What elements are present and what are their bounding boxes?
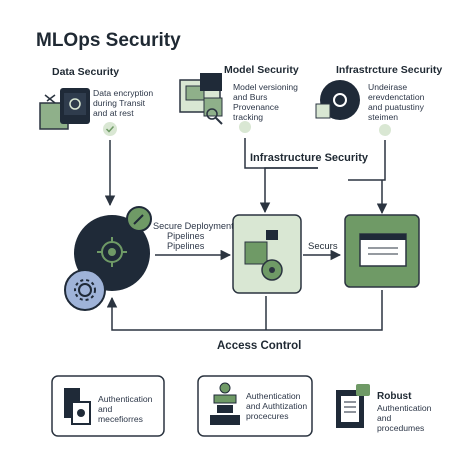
pipeline-chip-icon [244,241,268,265]
data-security-icon [39,88,90,130]
infra-security-heading: Infrastrcture Security [336,64,443,76]
infra-security-text: Undeirase erevdenctation and puatustiny … [368,82,425,122]
data-security-text: Data encryption during Transit and at re… [93,88,154,118]
pipeline-text: Secure Deployment Pipelines Pipelines [153,221,234,251]
card3-heading: Robust [377,391,412,402]
page-title: MLOps Security [36,30,181,51]
network-icon [97,237,127,267]
gear-icon [64,269,106,311]
document-icon [336,384,370,428]
data-security-heading: Data Security [52,66,120,78]
check-icon [103,122,117,136]
model-security-heading: Model Security [224,64,299,76]
user-stack-icon [210,382,240,425]
secure-label: Securs [308,241,338,252]
gear-small-icon [239,121,251,133]
infrastructure-security-label: Infrastructure Security [250,152,368,164]
infra-security-icon [315,80,360,120]
model-security-icon [179,73,223,125]
access-control-label: Access Control [217,340,302,352]
card3-text: Authentication and procedumes [377,403,432,433]
card2-text: Authentication and Authtization procecur… [246,391,308,421]
model-security-text: Model versioning and Burs Provenance tra… [233,82,298,122]
card1-text: Authentication and mecefiorres [98,394,153,424]
gear-status-icon [379,124,391,136]
